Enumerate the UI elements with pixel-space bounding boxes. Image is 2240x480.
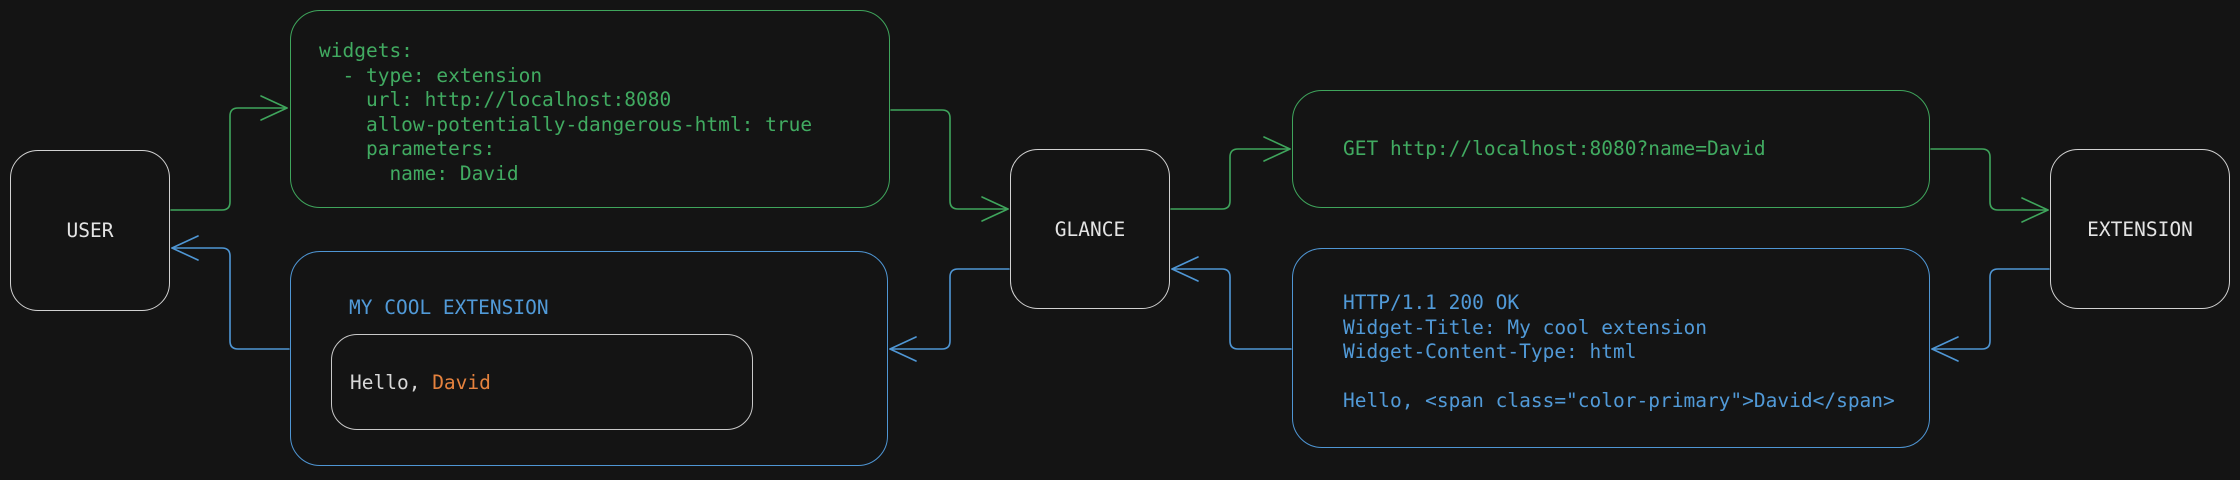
arrowhead-icon — [2021, 197, 2049, 223]
connector-glance-to-widget — [889, 268, 1010, 362]
arrowhead-icon — [260, 95, 288, 121]
arrowhead-icon — [1263, 136, 1291, 162]
widget-greeting-card: Hello, David — [331, 334, 753, 430]
connector-line — [890, 109, 1009, 210]
connector-line — [171, 247, 290, 350]
greeting-prefix: Hello, — [350, 370, 433, 394]
connector-line — [170, 107, 288, 211]
http-request-code: GET http://localhost:8080?name=David — [1343, 136, 1766, 160]
rendered-widget-box: MY COOL EXTENSION Hello, David — [290, 251, 888, 466]
connector-line — [1171, 268, 1292, 350]
connector-extension-to-response — [1931, 268, 2050, 362]
connector-user-to-config — [170, 95, 288, 211]
connector-line — [1931, 268, 2050, 350]
arrowhead-icon — [889, 336, 917, 362]
http-request-box: GET http://localhost:8080?name=David — [1292, 90, 1930, 208]
connector-line — [1930, 148, 2049, 211]
extension-node-label: EXTENSION — [2087, 217, 2193, 241]
glance-node: GLANCE — [1010, 149, 1170, 309]
extension-node: EXTENSION — [2050, 149, 2230, 309]
arrowhead-icon — [1931, 336, 1959, 362]
config-yaml-code: widgets: - type: extension url: http://l… — [319, 39, 813, 185]
connector-widget-to-user — [171, 235, 290, 350]
glance-node-label: GLANCE — [1054, 217, 1126, 241]
user-node-label: USER — [66, 219, 114, 242]
arrowhead-icon — [1171, 256, 1199, 282]
connector-line — [1170, 148, 1291, 210]
http-response-box: HTTP/1.1 200 OK Widget-Title: My cool ex… — [1292, 248, 1930, 448]
arrowhead-icon — [981, 196, 1009, 222]
widget-title: MY COOL EXTENSION — [349, 296, 549, 319]
arrowhead-icon — [171, 235, 199, 261]
connector-request-to-extension — [1930, 148, 2049, 223]
connector-response-to-glance — [1171, 256, 1292, 350]
connector-config-to-glance — [890, 109, 1009, 222]
greeting-name: David — [432, 370, 491, 394]
connector-glance-to-request — [1170, 136, 1291, 210]
config-yaml-box: widgets: - type: extension url: http://l… — [290, 10, 890, 208]
connector-line — [889, 268, 1010, 350]
user-node: USER — [10, 150, 170, 311]
http-response-code: HTTP/1.1 200 OK Widget-Title: My cool ex… — [1343, 291, 1895, 412]
